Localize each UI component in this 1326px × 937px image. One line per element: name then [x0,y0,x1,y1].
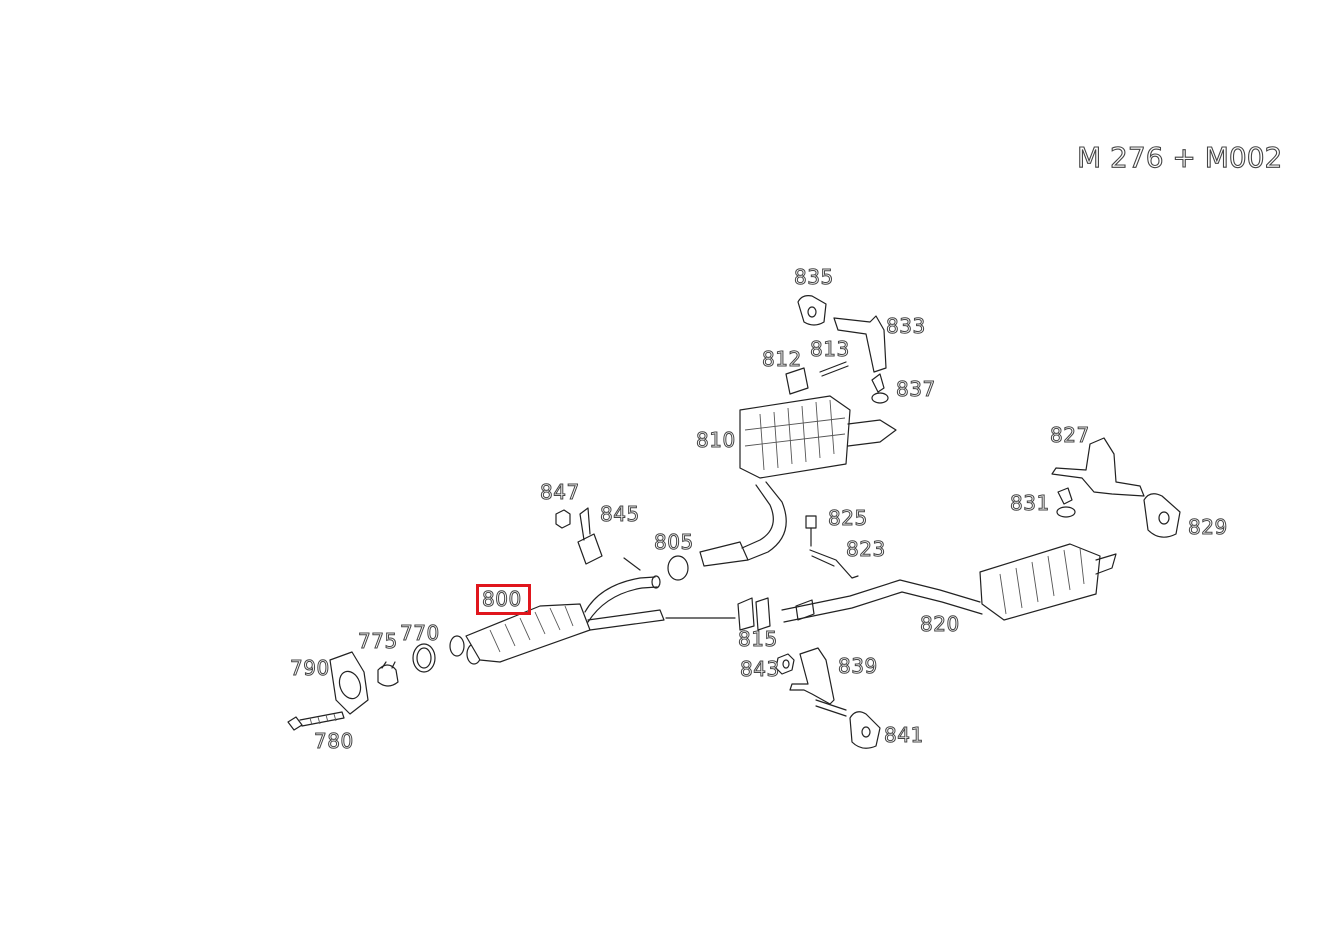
part-label-820[interactable]: 820 [920,612,960,636]
part-790-gasket[interactable] [329,651,369,715]
part-813-pin[interactable] [819,361,849,377]
part-820-rear-muffler[interactable] [781,543,1117,623]
part-800-catalytic-converter[interactable] [449,575,736,665]
part-label-841[interactable]: 841 [884,723,924,747]
part-841-hanger[interactable] [849,711,881,749]
part-837-screw[interactable] [871,373,889,404]
part-805-pipe[interactable] [623,481,787,581]
part-770-ring[interactable] [412,643,436,673]
part-label-831[interactable]: 831 [1010,491,1050,515]
part-label-780[interactable]: 780 [314,729,354,753]
part-label-827[interactable]: 827 [1050,423,1090,447]
part-label-829[interactable]: 829 [1188,515,1228,539]
part-label-813[interactable]: 813 [810,337,850,361]
part-label-847[interactable]: 847 [540,480,580,504]
part-847-nut[interactable] [555,509,571,529]
part-835-hanger[interactable] [797,295,827,326]
part-780-bolt[interactable] [287,711,345,731]
part-label-770[interactable]: 770 [400,621,440,645]
part-825-screw[interactable] [805,515,817,547]
part-845-hanger[interactable] [577,507,603,565]
selected-part-highlight [476,584,531,615]
part-label-833[interactable]: 833 [886,314,926,338]
part-label-825[interactable]: 825 [828,506,868,530]
part-label-823[interactable]: 823 [846,537,886,561]
part-label-775[interactable]: 775 [358,629,398,653]
part-label-843[interactable]: 843 [740,657,780,681]
part-label-845[interactable]: 845 [600,502,640,526]
part-810-muffler[interactable] [739,395,897,479]
part-label-839[interactable]: 839 [838,654,878,678]
part-812-rubber[interactable] [785,367,809,395]
part-label-790[interactable]: 790 [290,656,330,680]
part-831-screw[interactable] [1056,487,1076,518]
part-label-812[interactable]: 812 [762,347,802,371]
part-label-837[interactable]: 837 [896,377,936,401]
part-843-nut[interactable] [775,653,795,675]
part-827-bracket[interactable] [1051,437,1145,497]
part-label-810[interactable]: 810 [696,428,736,452]
part-775-clamp[interactable] [377,661,399,687]
part-label-835[interactable]: 835 [794,265,834,289]
part-label-815[interactable]: 815 [738,627,778,651]
part-833-bracket[interactable] [833,315,887,373]
part-829-hanger[interactable] [1143,493,1181,538]
engine-model-title: M 276 + M002 [1076,141,1283,174]
part-823-bracket[interactable] [809,549,859,579]
part-839-bracket[interactable] [789,647,847,717]
part-815-clamp[interactable] [737,597,771,631]
part-label-800[interactable]: 800 [482,587,522,611]
part-label-805[interactable]: 805 [654,530,694,554]
